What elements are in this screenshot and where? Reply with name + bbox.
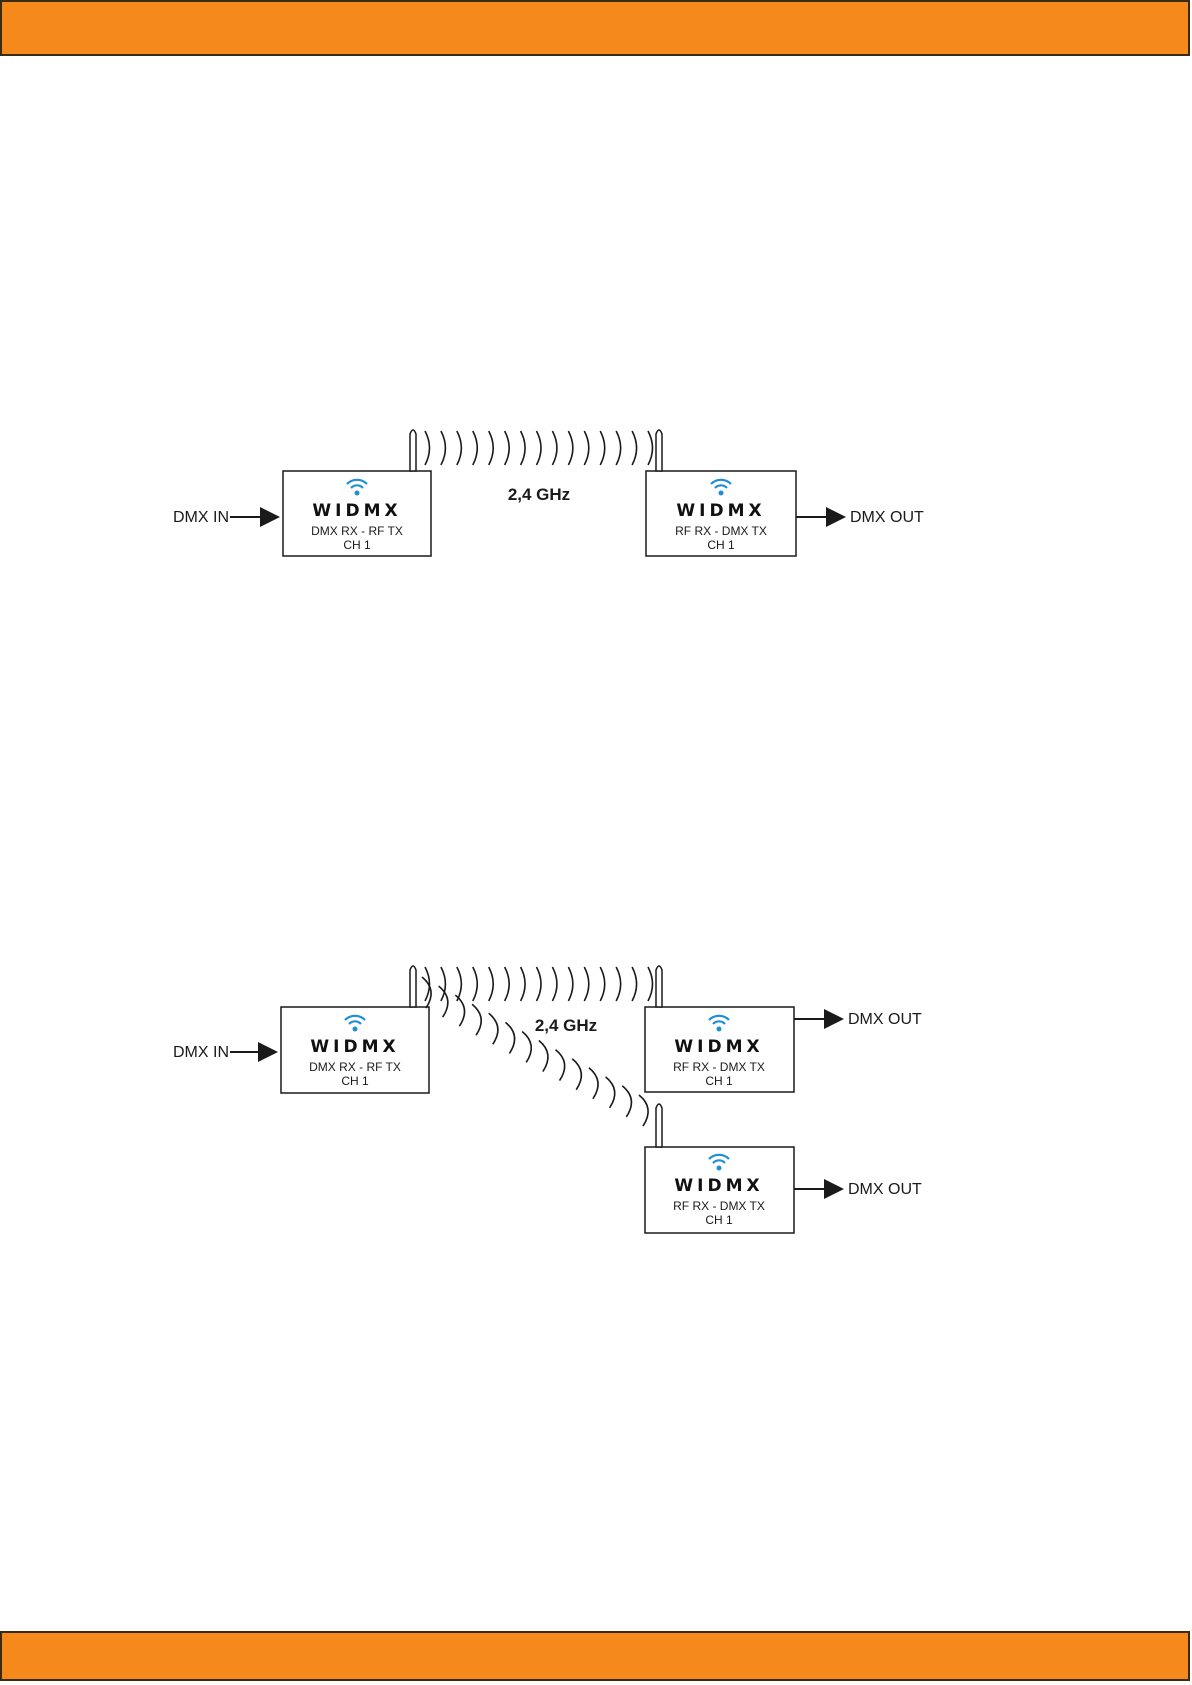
wave-arc <box>505 431 510 465</box>
transmitter-channel: CH 1 <box>341 1074 369 1088</box>
antenna-icon <box>656 430 662 471</box>
wave-arc <box>521 967 526 1001</box>
receiver-unit: WIDMX RF RX - DMX TX CH 1 <box>645 966 794 1092</box>
wave-arc <box>441 967 446 1001</box>
wave-arc <box>584 431 589 465</box>
antenna-icon <box>656 966 662 1007</box>
receiver-mode: RF RX - DMX TX <box>673 1060 765 1074</box>
wave-arc <box>572 1059 581 1090</box>
wave-arc <box>473 431 478 465</box>
wave-arc <box>489 1013 498 1044</box>
dmx-in-label: DMX IN <box>173 509 229 526</box>
diagram-single-receiver: DMX IN WIDMX DMX RX - RF TX CH 1 2,4 GHz… <box>0 0 1192 600</box>
wave-arc <box>522 1031 531 1062</box>
wave-arc <box>568 431 573 465</box>
widmx-logo: WIDMX <box>674 1037 763 1057</box>
wave-arc <box>552 431 557 465</box>
wave-arc <box>616 967 621 1001</box>
widmx-logo: WIDMX <box>674 1176 763 1196</box>
widmx-logo: WIDMX <box>312 501 401 521</box>
dmx-in-label: DMX IN <box>173 1044 229 1061</box>
wave-arc <box>521 431 526 465</box>
diagram-two-receivers: DMX IN WIDMX DMX RX - RF TX CH 1 2,4 GHz… <box>0 900 1192 1260</box>
receiver-mode: RF RX - DMX TX <box>675 524 767 538</box>
wave-arc <box>622 1086 631 1117</box>
dmx-out-label: DMX OUT <box>848 1181 922 1198</box>
wave-arc <box>606 1077 615 1108</box>
transmitter-unit: WIDMX DMX RX - RF TX CH 1 <box>281 966 429 1093</box>
wave-arc <box>457 967 462 1001</box>
wave-arc <box>639 1095 648 1126</box>
receiver-channel: CH 1 <box>707 538 735 552</box>
receiver-unit: WIDMX RF RX - DMX TX CH 1 <box>645 1104 794 1233</box>
wave-arc <box>632 431 637 465</box>
transmitter-mode: DMX RX - RF TX <box>311 524 403 538</box>
wave-arc <box>539 1041 548 1072</box>
wave-arc <box>648 967 653 1001</box>
wave-arc <box>473 967 478 1001</box>
wave-arc <box>457 431 462 465</box>
wave-arc <box>648 431 653 465</box>
radio-waves <box>425 967 653 1001</box>
antenna-icon <box>410 430 416 471</box>
wave-arc <box>505 967 510 1001</box>
footer-band <box>0 1631 1190 1681</box>
radio-waves <box>425 431 653 465</box>
wave-arc <box>632 967 637 1001</box>
wave-arc <box>600 967 605 1001</box>
wave-arc <box>489 431 494 465</box>
wave-arc <box>441 431 446 465</box>
receiver-mode: RF RX - DMX TX <box>673 1199 765 1213</box>
receiver-channel: CH 1 <box>705 1074 733 1088</box>
radio-waves-diagonal <box>422 977 648 1126</box>
wave-arc <box>439 986 448 1017</box>
frequency-label: 2,4 GHz <box>508 485 570 504</box>
transmitter-unit: WIDMX DMX RX - RF TX CH 1 <box>283 430 431 556</box>
wave-arc <box>552 967 557 1001</box>
wave-arc <box>600 431 605 465</box>
antenna-icon <box>656 1104 662 1147</box>
receiver-channel: CH 1 <box>705 1213 733 1227</box>
wave-arc <box>472 1004 481 1035</box>
wave-arc <box>537 431 542 465</box>
wave-arc <box>584 967 589 1001</box>
transmitter-mode: DMX RX - RF TX <box>309 1060 401 1074</box>
dmx-out-label: DMX OUT <box>848 1011 922 1028</box>
transmitter-channel: CH 1 <box>343 538 371 552</box>
wave-arc <box>589 1068 598 1099</box>
wave-arc <box>568 967 573 1001</box>
wave-arc <box>505 1022 514 1053</box>
wave-arc <box>556 1050 565 1081</box>
dmx-out-label: DMX OUT <box>850 509 924 526</box>
widmx-logo: WIDMX <box>676 501 765 521</box>
frequency-label: 2,4 GHz <box>535 1016 597 1035</box>
receiver-unit: WIDMX RF RX - DMX TX CH 1 <box>646 430 796 556</box>
wave-arc <box>489 967 494 1001</box>
antenna-icon <box>410 966 416 1007</box>
wave-arc <box>616 431 621 465</box>
wave-arc <box>537 967 542 1001</box>
widmx-logo: WIDMX <box>310 1037 399 1057</box>
wave-arc <box>425 431 430 465</box>
